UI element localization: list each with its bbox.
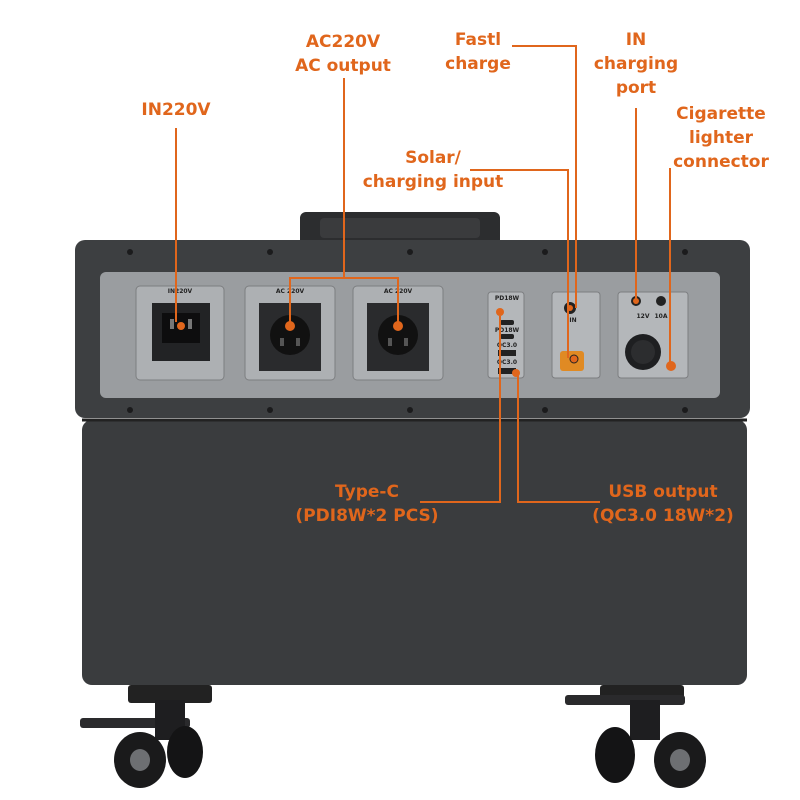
type-c-port-2: [500, 334, 514, 339]
right-caster: [565, 685, 706, 788]
panel-text-in220v: IN220V: [168, 288, 193, 295]
callout-cigarette-line1: Cigarette: [676, 104, 766, 124]
callout-ac-output: AC220V AC output: [278, 30, 408, 78]
callout-type-c: Type-C (PDI8W*2 PCS): [292, 480, 442, 528]
callout-in-port-line2: charging: [593, 54, 679, 74]
type-c-port-1: [500, 320, 514, 325]
callout-ac-output-line2: AC output: [295, 56, 391, 76]
callout-in220v-text: IN220V: [141, 100, 211, 120]
panel-text-10a: 10A: [655, 313, 668, 320]
panel-text-in: IN: [569, 317, 576, 324]
callout-cigarette-line2: lighter: [689, 128, 753, 148]
callout-fast-charge: Fastl charge: [438, 28, 518, 76]
callout-type-c-line2: (PDI8W*2 PCS): [295, 506, 439, 526]
callout-ac-output-line1: AC220V: [305, 32, 381, 52]
panel-text-pd-bottom: PD18W: [495, 327, 520, 334]
callout-solar-line1: Solar/: [405, 148, 461, 168]
panel-text-pd-top: PD18W: [495, 295, 520, 302]
callout-solar: Solar/ charging input: [360, 146, 506, 194]
callout-solar-line2: charging input: [362, 172, 504, 192]
device-bottom-section: [82, 420, 747, 685]
callout-in-port-line1: IN: [625, 30, 647, 50]
callout-fast-charge-line2: charge: [445, 54, 511, 74]
panel-text-qc-bottom: QC3.0: [497, 359, 517, 366]
usb-port-1: [498, 350, 516, 356]
callout-fast-charge-line1: Fastl: [454, 30, 502, 50]
left-caster: [80, 685, 212, 788]
callout-usb-output-line1: USB output: [608, 482, 718, 502]
callout-in220v: IN220V: [130, 98, 222, 122]
panel-text-12v: 12V: [637, 313, 650, 320]
callout-lines: [175, 45, 671, 503]
callout-cigarette-line3: connector: [673, 152, 769, 172]
usb-port-2: [498, 368, 516, 374]
screws: [127, 249, 688, 413]
callout-usb-output-line2: (QC3.0 18W*2): [592, 506, 734, 526]
callout-cigarette: Cigarette lighter connector: [668, 102, 774, 174]
callout-in-port: IN charging port: [588, 28, 684, 100]
panel-text-qc-top: QC3.0: [497, 342, 517, 349]
callout-in-port-line3: port: [615, 78, 657, 98]
callout-type-c-line1: Type-C: [335, 482, 399, 502]
callout-usb-output: USB output (QC3.0 18W*2): [588, 480, 738, 528]
